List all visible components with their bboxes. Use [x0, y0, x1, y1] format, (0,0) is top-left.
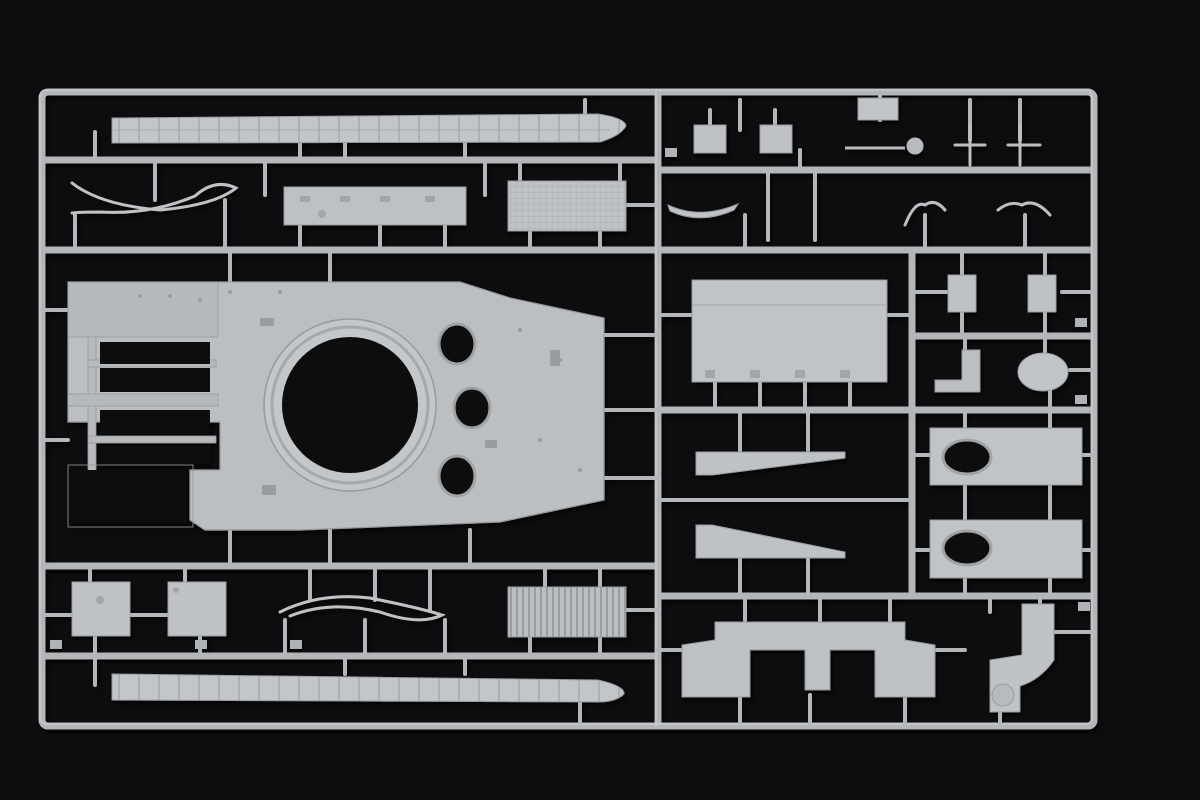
rear-plate [691, 279, 888, 383]
hull-hatches [437, 322, 492, 498]
cable-left [70, 181, 239, 215]
side-frame [695, 451, 846, 559]
small-plate-a [71, 581, 131, 637]
deck-plate-c [929, 427, 1083, 486]
rod-part [845, 137, 924, 155]
mesh-panel [507, 180, 627, 232]
tag-plate [857, 97, 899, 121]
cable-right [278, 595, 446, 622]
handle-parts [903, 123, 1052, 227]
small-block-b [1027, 274, 1057, 313]
bracket-a [693, 124, 727, 154]
deck-plate-d [929, 519, 1083, 579]
small-block-a [947, 274, 977, 313]
dome-part [1017, 352, 1069, 392]
track-guard-top [111, 113, 627, 144]
deck-plate-small [283, 186, 467, 226]
bracket-b [759, 124, 793, 154]
sprue-gates [40, 90, 1096, 728]
rear-hull-plate [681, 621, 936, 698]
grill-panel [507, 586, 627, 638]
curved-strip [667, 202, 740, 219]
sprue-frame [38, 88, 1098, 730]
angle-bracket [934, 349, 981, 393]
track-guard-bottom [111, 673, 625, 703]
